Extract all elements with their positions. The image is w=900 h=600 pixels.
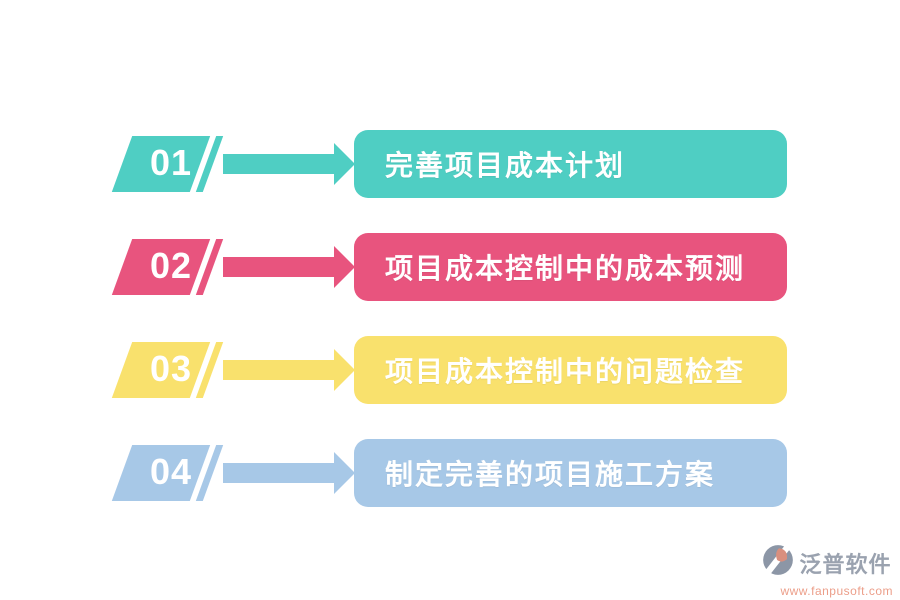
step-label: 项目成本控制中的问题检查	[385, 356, 746, 387]
steps-list: 01 完善项目成本计划 02 项目成本控制中的成本预测	[0, 130, 787, 507]
step-label-bar: 项目成本控制中的成本预测	[354, 233, 787, 301]
step-number: 02	[149, 245, 193, 287]
step-number: 04	[149, 451, 193, 493]
step-number-badge: 01	[111, 136, 224, 192]
brand-name: 泛普软件	[799, 551, 892, 577]
step-number: 03	[149, 348, 193, 390]
step-label-bar: 项目成本控制中的问题检查	[354, 336, 787, 404]
arrow-head	[334, 246, 355, 288]
step-number: 01	[149, 142, 193, 184]
step-row-3: 03 项目成本控制中的问题检查	[0, 336, 787, 404]
arrow-right-icon	[223, 143, 355, 185]
fanpu-logo-icon	[760, 539, 796, 583]
step-label: 制定完善的项目施工方案	[385, 459, 716, 490]
arrow-right-icon	[223, 246, 355, 288]
arrow-head	[334, 349, 355, 391]
arrow-right-icon	[223, 452, 355, 494]
brand-row: 泛普软件	[760, 539, 893, 583]
step-label-bar: 制定完善的项目施工方案	[354, 439, 787, 507]
brand-url: www.fanpusoft.com	[780, 584, 893, 598]
step-label-bar: 完善项目成本计划	[354, 130, 787, 198]
arrow-shaft	[223, 360, 334, 380]
step-row-2: 02 项目成本控制中的成本预测	[0, 233, 787, 301]
step-row-1: 01 完善项目成本计划	[0, 130, 787, 198]
step-number-badge: 04	[111, 445, 224, 501]
step-row-4: 04 制定完善的项目施工方案	[0, 439, 787, 507]
brand-watermark: 泛普软件 www.fanpusoft.com	[760, 539, 893, 598]
arrow-head	[334, 452, 355, 494]
step-label: 完善项目成本计划	[385, 150, 626, 181]
step-label: 项目成本控制中的成本预测	[385, 253, 746, 284]
step-number-badge: 03	[111, 342, 224, 398]
arrow-shaft	[223, 463, 334, 483]
arrow-shaft	[223, 257, 334, 277]
arrow-head	[334, 143, 355, 185]
step-number-badge: 02	[111, 239, 224, 295]
arrow-shaft	[223, 154, 334, 174]
arrow-right-icon	[223, 349, 355, 391]
